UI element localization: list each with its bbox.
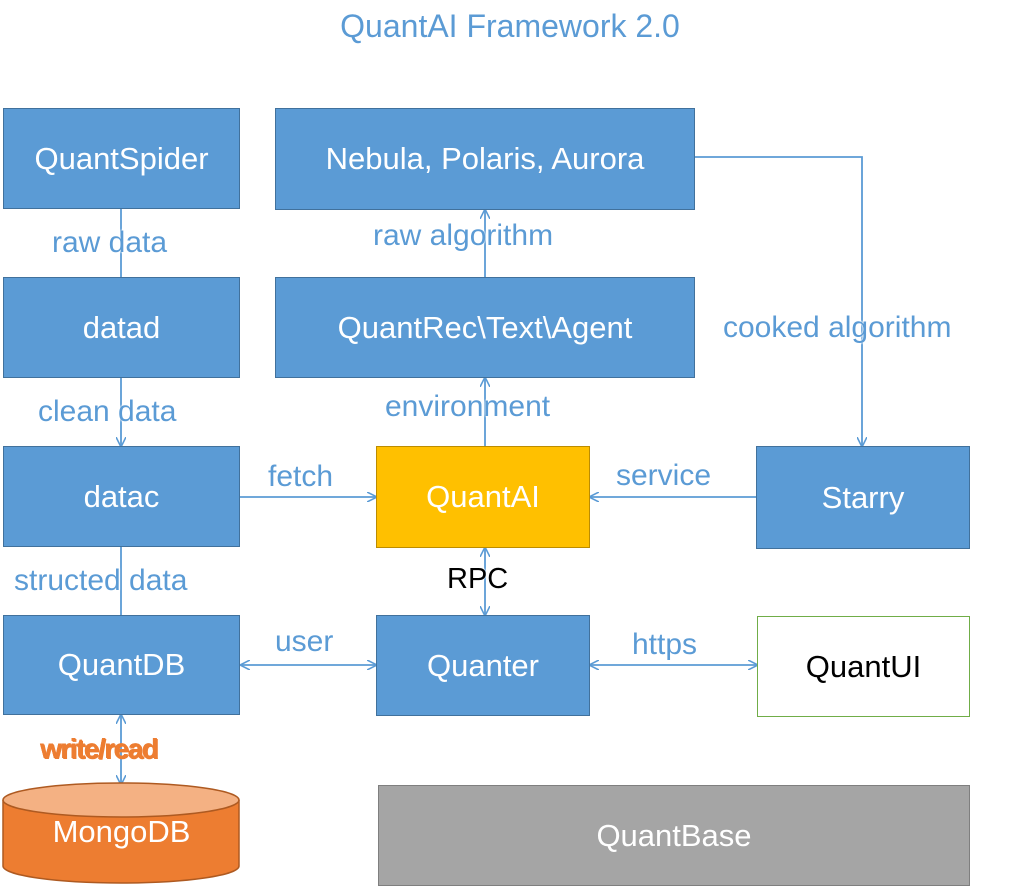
node-datac: datac bbox=[3, 446, 240, 547]
label-fetch: fetch bbox=[268, 460, 334, 493]
label-user: user bbox=[275, 625, 334, 658]
label-rpc: RPC bbox=[447, 563, 509, 595]
node-quantbase: QuantBase bbox=[378, 785, 970, 886]
node-quantrec-text-agent: QuantRec\Text\Agent bbox=[275, 277, 695, 378]
node-nebula-polaris-aurora: Nebula, Polaris, Aurora bbox=[275, 108, 695, 210]
node-quanter: Quanter bbox=[376, 615, 590, 716]
node-quantui: QuantUI bbox=[757, 616, 970, 717]
node-quantspider: QuantSpider bbox=[3, 108, 240, 209]
label-structed-data: structed data bbox=[14, 564, 188, 597]
diagram-title: QuantAI Framework 2.0 bbox=[340, 8, 680, 44]
label-https: https bbox=[632, 628, 698, 661]
node-datad: datad bbox=[3, 277, 240, 378]
label-raw-data: raw data bbox=[52, 226, 168, 259]
label-environment: environment bbox=[385, 390, 551, 423]
label-cooked-algorithm: cooked algorithm bbox=[723, 311, 952, 344]
node-mongodb-cylinder bbox=[2, 782, 240, 884]
label-write-read: write/read bbox=[40, 733, 159, 764]
node-starry: Starry bbox=[756, 446, 970, 549]
label-raw-algorithm: raw algorithm bbox=[373, 219, 554, 252]
node-mongodb: MongoDB bbox=[52, 814, 191, 849]
node-quantai: QuantAI bbox=[376, 446, 590, 548]
edge-nebula-starry bbox=[695, 156, 862, 446]
label-service: service bbox=[616, 459, 712, 492]
label-clean-data: clean data bbox=[38, 395, 177, 428]
node-quantdb: QuantDB bbox=[3, 615, 240, 715]
